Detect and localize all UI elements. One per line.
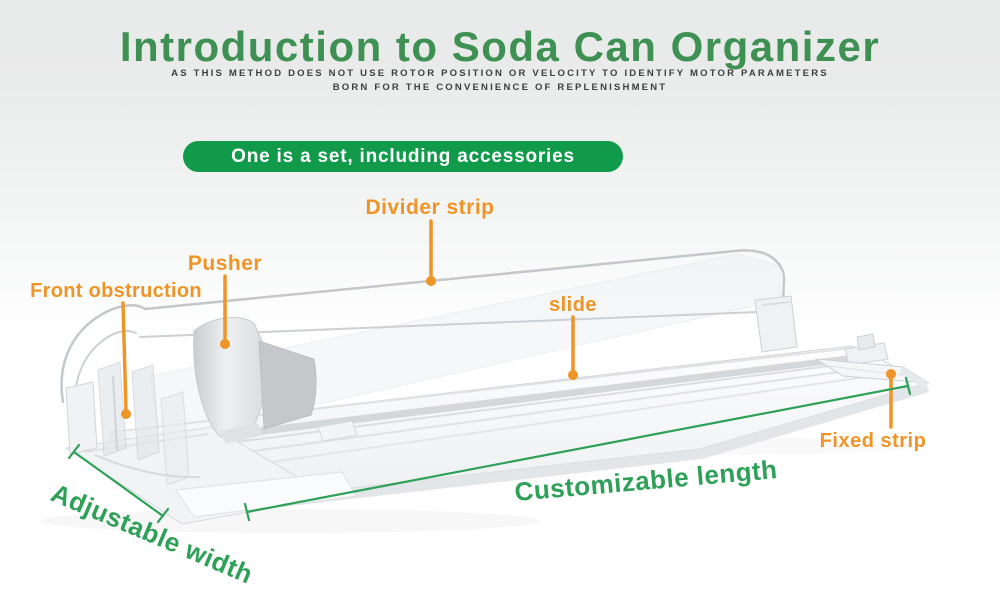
slide-rail-band (142, 354, 864, 449)
tray-rail (187, 373, 887, 475)
dimension-lines (67, 376, 912, 524)
page-title: Introduction to Soda Can Organizer (119, 23, 881, 70)
pusher-foot (220, 423, 263, 444)
callout-pusher: Pusher (187, 252, 263, 275)
front-obstruction-parts (65, 361, 201, 486)
fixed-strip-part (815, 358, 930, 389)
customizable-length-tick (904, 376, 912, 396)
rail-clamp (317, 420, 358, 442)
front-tongue-strip (175, 471, 357, 518)
tray-rail (171, 366, 877, 463)
set-banner: One is a set, including accessories (183, 141, 623, 172)
adjustable-width-dimension-line (72, 450, 165, 518)
adjustable-width-tick (156, 507, 170, 524)
slide-pointer-dot (568, 370, 578, 380)
tray (109, 345, 929, 517)
callout-pointers (121, 219, 896, 429)
wire-bracket (754, 295, 798, 353)
subtitle-line-1: AS THIS METHOD DOES NOT USE ROTOR POSITI… (171, 68, 829, 79)
customizable-length-dimension-line (245, 384, 910, 514)
set-banner-label: One is a set, including accessories (231, 145, 575, 167)
callout-fixed-strip: Fixed strip (819, 430, 927, 452)
divider-strip-pointer-dot (426, 276, 436, 286)
adjustable-width-tick (67, 443, 81, 460)
fixed-strip-pointer-dot (886, 369, 896, 379)
tray-rail (157, 360, 869, 453)
right-end-parts (844, 333, 889, 366)
wire-guard (60, 249, 798, 411)
callout-slide: slide (548, 294, 598, 316)
subtitle-line-2: BORN FOR THE CONVENIENCE OF REPLENISHMEN… (332, 82, 668, 93)
front-obstruction-pointer-line (121, 301, 128, 412)
pusher-pointer-dot (220, 339, 230, 349)
callout-front-obstruction: Front obstruction (30, 280, 202, 302)
wire-bracket-detail (761, 301, 791, 306)
callout-divider-strip: Divider strip (365, 196, 495, 219)
front-obstruction-pointer-dot (121, 409, 131, 419)
divider-plate-edge (258, 340, 317, 430)
customizable-length-tick (243, 502, 251, 522)
page-subtitle: AS THIS METHOD DOES NOT USE ROTOR POSITI… (0, 67, 1000, 95)
divider-wire-outer (60, 249, 786, 404)
